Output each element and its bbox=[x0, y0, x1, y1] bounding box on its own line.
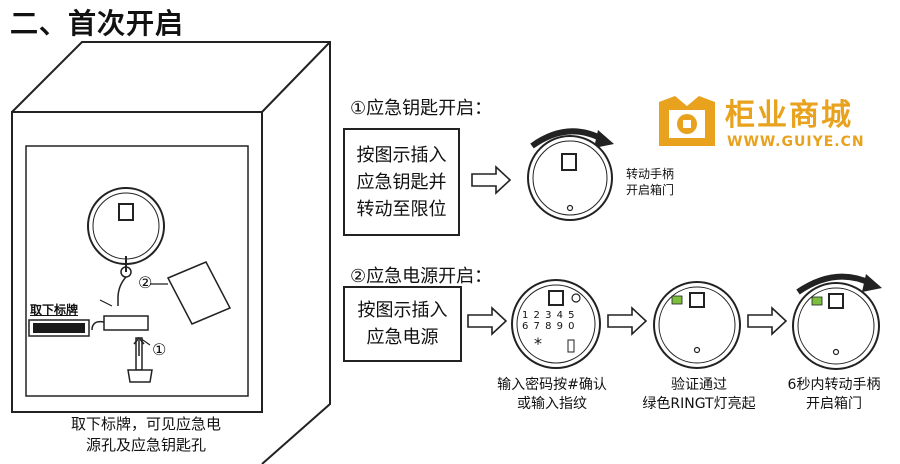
safe-illustration bbox=[11, 41, 331, 464]
keypad-row: 1 2 3 4 5 bbox=[522, 310, 576, 321]
keypad-dial bbox=[511, 279, 601, 369]
green-light-icon bbox=[671, 295, 683, 305]
keypad-star: * bbox=[534, 334, 542, 353]
brand-name: 柜业商城 bbox=[725, 98, 853, 133]
method1-dial bbox=[527, 128, 614, 221]
instruction-line: 转动至限位 bbox=[356, 198, 447, 220]
step-caption-input: 输入密码按#确认 或输入指纹 bbox=[472, 376, 632, 414]
result-line: 转动手柄 bbox=[626, 167, 675, 181]
logo-mark-icon bbox=[659, 96, 715, 146]
tag-label: 取下标牌 bbox=[30, 303, 79, 317]
caption-line: 或输入指纹 bbox=[517, 396, 587, 412]
arrow-right-icon bbox=[471, 165, 512, 195]
caption-line: 开启箱门 bbox=[806, 396, 862, 412]
instruction-line: 按图示插入 bbox=[356, 144, 447, 166]
brand-url: WWW.GUIYE.CN bbox=[727, 134, 865, 150]
safe-caption-line: 取下标牌，可见应急电 bbox=[70, 415, 221, 433]
callout-one: ① bbox=[152, 340, 167, 359]
arrow-right-icon bbox=[467, 306, 508, 336]
instruction-line: 应急钥匙并 bbox=[356, 171, 447, 193]
caption-line: 绿色RINGT灯亮起 bbox=[642, 396, 756, 412]
instruction-line: 按图示插入 bbox=[357, 300, 448, 321]
result-line: 开启箱门 bbox=[626, 183, 675, 197]
step-caption-verified: 验证通过 绿色RINGT灯亮起 bbox=[624, 376, 774, 414]
step-caption-open: 6秒内转动手柄 开启箱门 bbox=[772, 376, 896, 414]
page-title: 二、首次开启 bbox=[10, 7, 185, 40]
method1-result: 转动手柄 开启箱门 bbox=[626, 166, 674, 198]
fingerprint-icon bbox=[571, 293, 581, 303]
arrow-right-icon bbox=[747, 306, 788, 336]
green-light-icon bbox=[811, 296, 823, 306]
caption-line: 验证通过 bbox=[671, 377, 727, 393]
safe-caption: 取下标牌，可见应急电 源孔及应急钥匙孔 bbox=[36, 414, 256, 456]
safe-caption-line: 源孔及应急钥匙孔 bbox=[85, 436, 206, 454]
method2-title: ②应急电源开启： bbox=[350, 266, 493, 287]
brand-logo: 柜业商城 WWW.GUIYE.CN bbox=[655, 88, 895, 160]
method1-title: ①应急钥匙开启： bbox=[350, 98, 493, 119]
hand-pointer-icon bbox=[567, 339, 575, 353]
keypad: 1 2 3 4 5 6 7 8 9 0 bbox=[522, 310, 576, 332]
arrow-right-icon bbox=[607, 306, 648, 336]
instruction-line: 应急电源 bbox=[366, 327, 439, 348]
method2-instruction-box: 按图示插入 应急电源 bbox=[343, 286, 462, 362]
callout-two: ② bbox=[138, 273, 153, 292]
open-dial bbox=[792, 273, 882, 370]
keypad-row: 6 7 8 9 0 bbox=[522, 321, 576, 332]
method1-instruction-box: 按图示插入 应急钥匙并 转动至限位 bbox=[343, 128, 460, 236]
caption-line: 6秒内转动手柄 bbox=[787, 377, 881, 393]
verified-dial bbox=[653, 281, 741, 369]
caption-line: 输入密码按#确认 bbox=[497, 377, 607, 393]
